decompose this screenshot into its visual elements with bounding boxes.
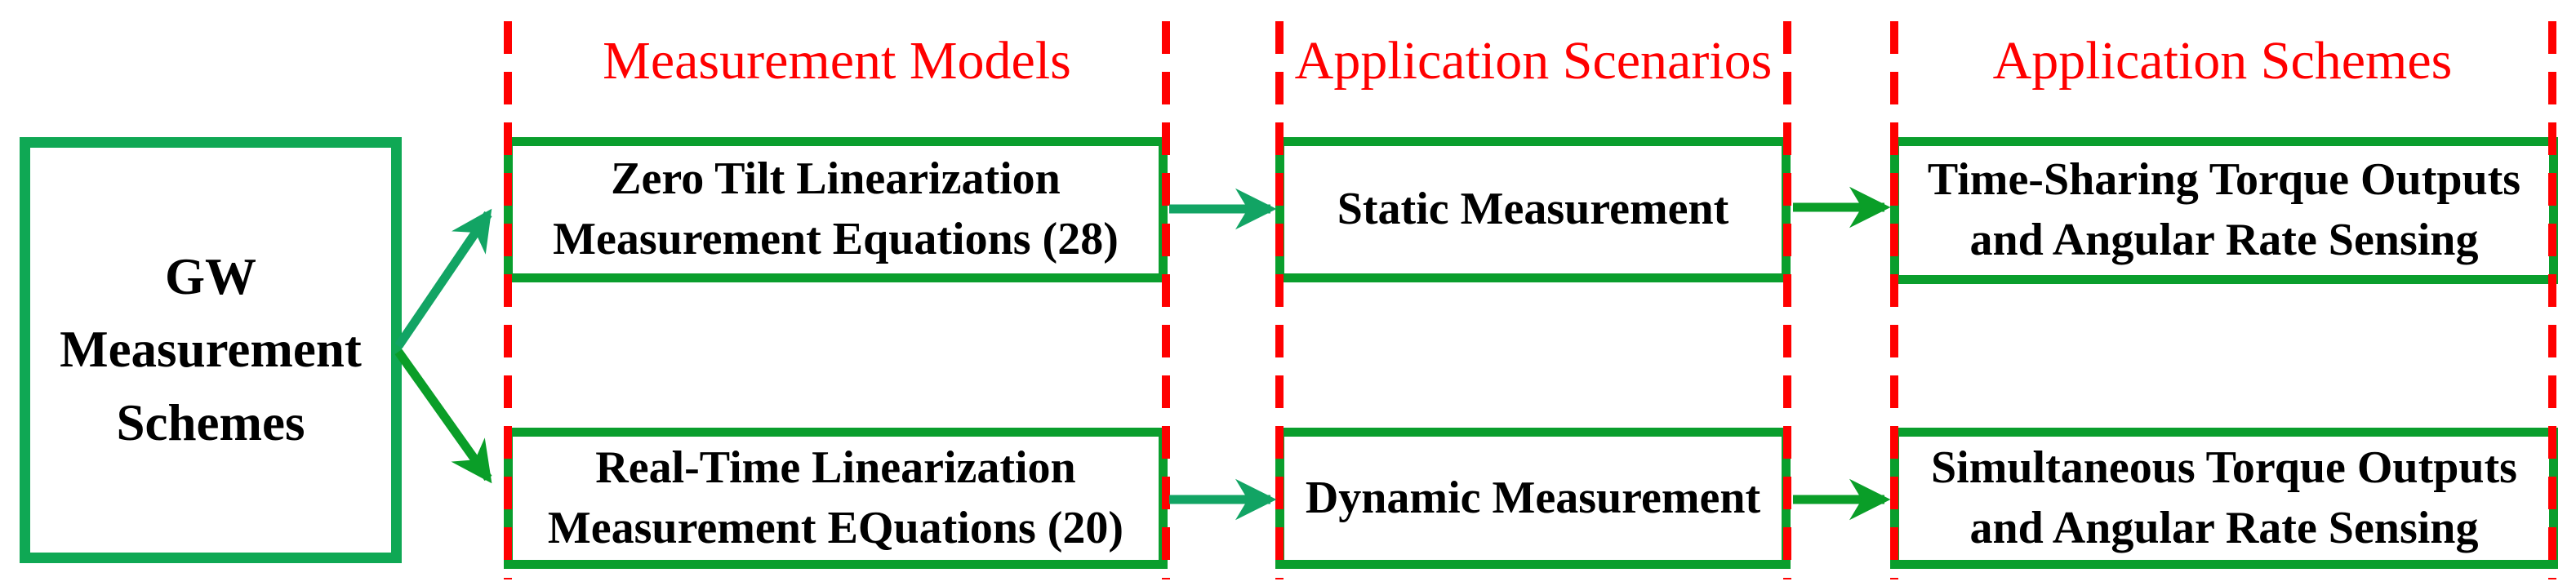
simultaneous-torque-box: Simultaneous Torque Outputs and Angular … (1890, 428, 2558, 569)
arrow-gw-to-zero-tilt (394, 208, 492, 349)
dynamic-measurement-box: Dynamic Measurement (1275, 428, 1791, 569)
col-header-measurement-models: Measurement Models (506, 24, 1168, 98)
col-header-application-scenarios-label: Application Scenarios (1294, 31, 1773, 91)
real-time-linearization-box: Real-Time Linearization Measurement EQua… (504, 428, 1168, 569)
simultaneous-torque-label: Simultaneous Torque Outputs and Angular … (1931, 442, 2517, 553)
gw-measurement-schemes-label: GW Measurement Schemes (60, 247, 362, 451)
col-header-application-scenarios: Application Scenarios (1279, 24, 1788, 98)
time-sharing-torque-box: Time-Sharing Torque Outputs and Angular … (1890, 137, 2558, 284)
col-header-measurement-models-label: Measurement Models (603, 31, 1071, 91)
real-time-linearization-label: Real-Time Linearization Measurement EQua… (547, 442, 1124, 553)
static-measurement-label: Static Measurement (1337, 184, 1729, 235)
gw-measurement-schemes-box: GW Measurement Schemes (20, 137, 402, 563)
col-header-application-schemes-label: Application Schemes (1992, 31, 2453, 91)
arrow-gw-to-real-time (394, 348, 492, 484)
zero-tilt-linearization-box: Zero Tilt Linearization Measurement Equa… (504, 137, 1168, 282)
dynamic-measurement-label: Dynamic Measurement (1305, 472, 1761, 523)
col-header-application-schemes: Application Schemes (1893, 24, 2552, 98)
zero-tilt-linearization-label: Zero Tilt Linearization Measurement Equa… (553, 153, 1119, 264)
time-sharing-torque-label: Time-Sharing Torque Outputs and Angular … (1927, 154, 2521, 265)
static-measurement-box: Static Measurement (1275, 137, 1791, 282)
